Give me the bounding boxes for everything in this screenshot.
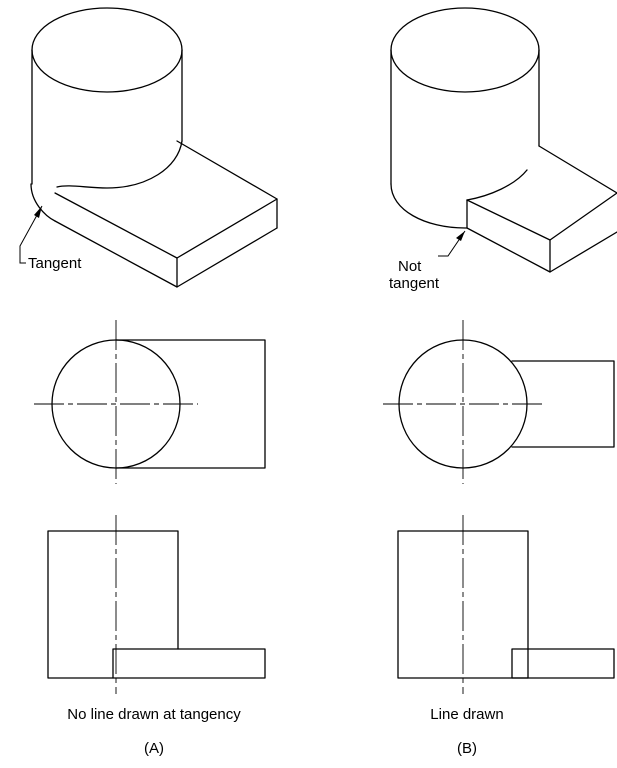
cylinder-outline: [47, 530, 179, 679]
view-id-a: (A): [144, 740, 164, 757]
slab-outline: [511, 648, 615, 679]
caption-a: No line drawn at tangency: [67, 706, 241, 723]
isometric-view-b: Not tangent: [389, 7, 617, 292]
slab-outline: [112, 648, 266, 679]
tangent-fillet: [30, 183, 56, 222]
cylinder-top: [390, 7, 540, 93]
isometric-view-a: Tangent: [19, 7, 278, 288]
tangent-arrowhead: [34, 206, 42, 218]
not-tangent-label-line1: Not: [398, 258, 422, 275]
cylinder-top: [31, 7, 183, 93]
slab-bottom-edges: [466, 227, 617, 273]
view-id-b: (B): [457, 740, 477, 757]
top-view-b: [383, 320, 615, 484]
slab-outline: [115, 339, 266, 469]
slab-outline: [511, 360, 615, 448]
slab-top-edges: [466, 145, 617, 241]
front-view-a: [47, 515, 266, 694]
slab-top-edges: [54, 140, 278, 259]
slab-junction-arc: [466, 169, 528, 201]
front-view-b: [397, 515, 615, 694]
not-tangent-arrowhead: [456, 231, 465, 241]
top-view-a: [34, 320, 266, 484]
not-tangent-label-line2: tangent: [389, 275, 440, 292]
caption-b: Line drawn: [430, 706, 503, 723]
cylinder-base-arc: [390, 183, 468, 229]
tangent-leader: [19, 205, 43, 264]
slab-bottom-edges: [54, 220, 278, 288]
tangent-label: Tangent: [28, 255, 82, 272]
cylinder-base-arc: [56, 140, 183, 189]
